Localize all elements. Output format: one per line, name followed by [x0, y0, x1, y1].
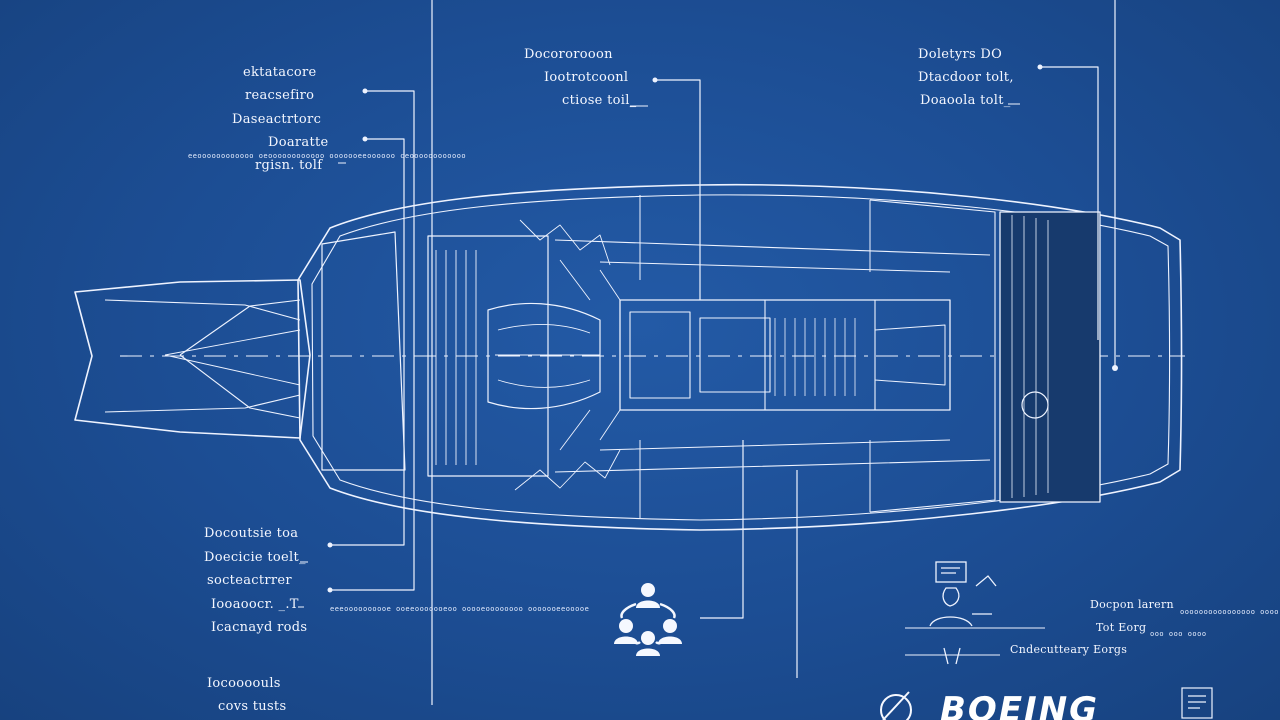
callout-label: Doaoola tolt_	[920, 93, 1011, 108]
fine-print-note: eeeoooooooooe ooeeooooooeoo ooooeooooooo…	[330, 605, 590, 613]
callout-label: Icacnayd rods	[211, 620, 308, 635]
operator-console-icon	[929, 561, 997, 665]
callout-label: Dtacdoor tolt,	[918, 70, 1014, 85]
exhaust-band	[999, 211, 1101, 503]
callout-label: Docororooon	[524, 47, 613, 62]
callout-label: ctiose toil_	[562, 93, 637, 108]
callout-label: Tot Eorg	[1096, 621, 1147, 634]
nose-spinner	[74, 279, 311, 439]
callout-label: socteactrrer	[207, 573, 292, 588]
compressor-stages	[764, 299, 876, 411]
approval-stamp-icon	[1181, 687, 1213, 719]
callout-label: Daseactrtorc	[232, 112, 322, 127]
nacelle-inner-outline	[311, 194, 1171, 521]
callout-label: Doletyrs DO	[918, 47, 1003, 62]
fine-print-note: ooo ooo oooo	[1150, 630, 1207, 638]
callout-label: Iootrotcoonl	[544, 70, 629, 85]
fan-blades	[487, 302, 601, 410]
callout-label: ektatacore	[243, 65, 317, 80]
callout-label: Docoutsie toa	[204, 526, 299, 541]
fine-print-note: oooooooooooooooo oooo oooo ooooo eeoo	[1180, 608, 1280, 616]
callout-label: Iooaoocr. _.T	[211, 597, 299, 612]
callout-label: Doaratte	[268, 135, 329, 150]
fan-casing	[427, 235, 549, 477]
callout-label: reacsefiro	[245, 88, 315, 103]
callout-label: covs tusts	[218, 699, 287, 714]
brand-logo: BOEING	[940, 690, 1100, 720]
callout-label: rgisn. tolf	[255, 158, 323, 173]
slash-circle-icon	[880, 691, 912, 720]
inlet-panel	[321, 231, 406, 471]
people-network-icon	[614, 583, 682, 656]
callout-label: Cndecutteary Eorgs	[1010, 643, 1128, 656]
callout-label: Iocoooouls	[207, 676, 281, 691]
callout-label: Doecicie toelt_	[204, 550, 306, 565]
fine-print-note: eeoooooooooooo oeoooooooooooo ooooooeeoo…	[188, 152, 467, 160]
callout-label: Docpon larern	[1090, 598, 1174, 611]
nacelle-outline	[297, 183, 1183, 531]
